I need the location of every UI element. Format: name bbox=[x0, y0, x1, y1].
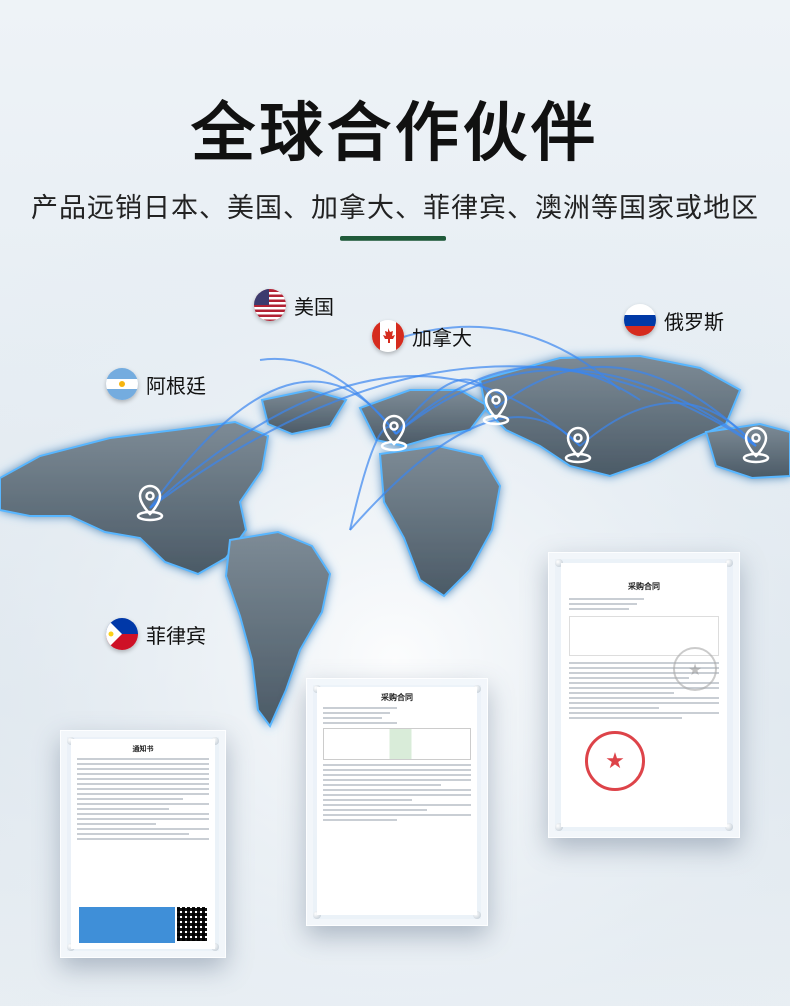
country-label-usa: 美国 bbox=[254, 289, 334, 321]
canada-flag-icon bbox=[372, 320, 404, 352]
country-label-russia: 俄罗斯 bbox=[624, 304, 724, 336]
page-subtitle: 产品远销日本、美国、加拿大、菲律宾、澳洲等国家或地区 bbox=[31, 193, 759, 224]
country-name: 加拿大 bbox=[412, 325, 472, 350]
red-stamp-icon: ★ bbox=[585, 731, 645, 791]
qr-code-icon bbox=[177, 907, 207, 941]
location-pin-icon bbox=[742, 426, 770, 464]
connection-arcs bbox=[149, 325, 757, 531]
australia-shape bbox=[704, 422, 790, 480]
usa-flag-icon bbox=[254, 289, 286, 321]
document-title: 采购合同 bbox=[628, 581, 660, 591]
page-title: 全球合作伙伴 bbox=[191, 97, 599, 171]
document-title: 通知书 bbox=[132, 744, 154, 753]
location-pins bbox=[136, 388, 770, 522]
document-frame-notice: 通知书 bbox=[60, 730, 226, 958]
location-pin-icon bbox=[380, 414, 408, 452]
south-america-shape bbox=[224, 530, 332, 728]
country-name: 美国 bbox=[294, 294, 334, 319]
document-frame-contract-center: 采购合同 bbox=[306, 678, 488, 926]
country-name: 菲律宾 bbox=[146, 623, 206, 648]
country-label-argentina: 阿根廷 bbox=[106, 368, 206, 400]
location-pin-icon bbox=[136, 484, 164, 522]
gray-stamp-icon: ★ bbox=[673, 647, 717, 691]
contract-table bbox=[569, 616, 719, 656]
route-map-image bbox=[79, 907, 175, 943]
document-title: 采购合同 bbox=[381, 692, 413, 702]
russia-flag-icon bbox=[624, 304, 656, 336]
location-pin-icon bbox=[482, 388, 510, 426]
country-label-canada: 加拿大 bbox=[372, 320, 472, 352]
philippines-flag-icon bbox=[106, 618, 138, 650]
document-frame-contract-right: 采购合同 ★ ★ bbox=[548, 552, 740, 838]
country-name: 阿根廷 bbox=[146, 373, 206, 398]
country-label-philippines: 菲律宾 bbox=[106, 618, 206, 650]
location-pin-icon bbox=[564, 426, 592, 464]
country-name: 俄罗斯 bbox=[664, 309, 724, 334]
contract-table bbox=[323, 728, 471, 760]
africa-shape bbox=[378, 444, 502, 598]
argentina-flag-icon bbox=[106, 368, 138, 400]
greenland-shape bbox=[260, 388, 348, 436]
title-divider bbox=[340, 236, 446, 241]
